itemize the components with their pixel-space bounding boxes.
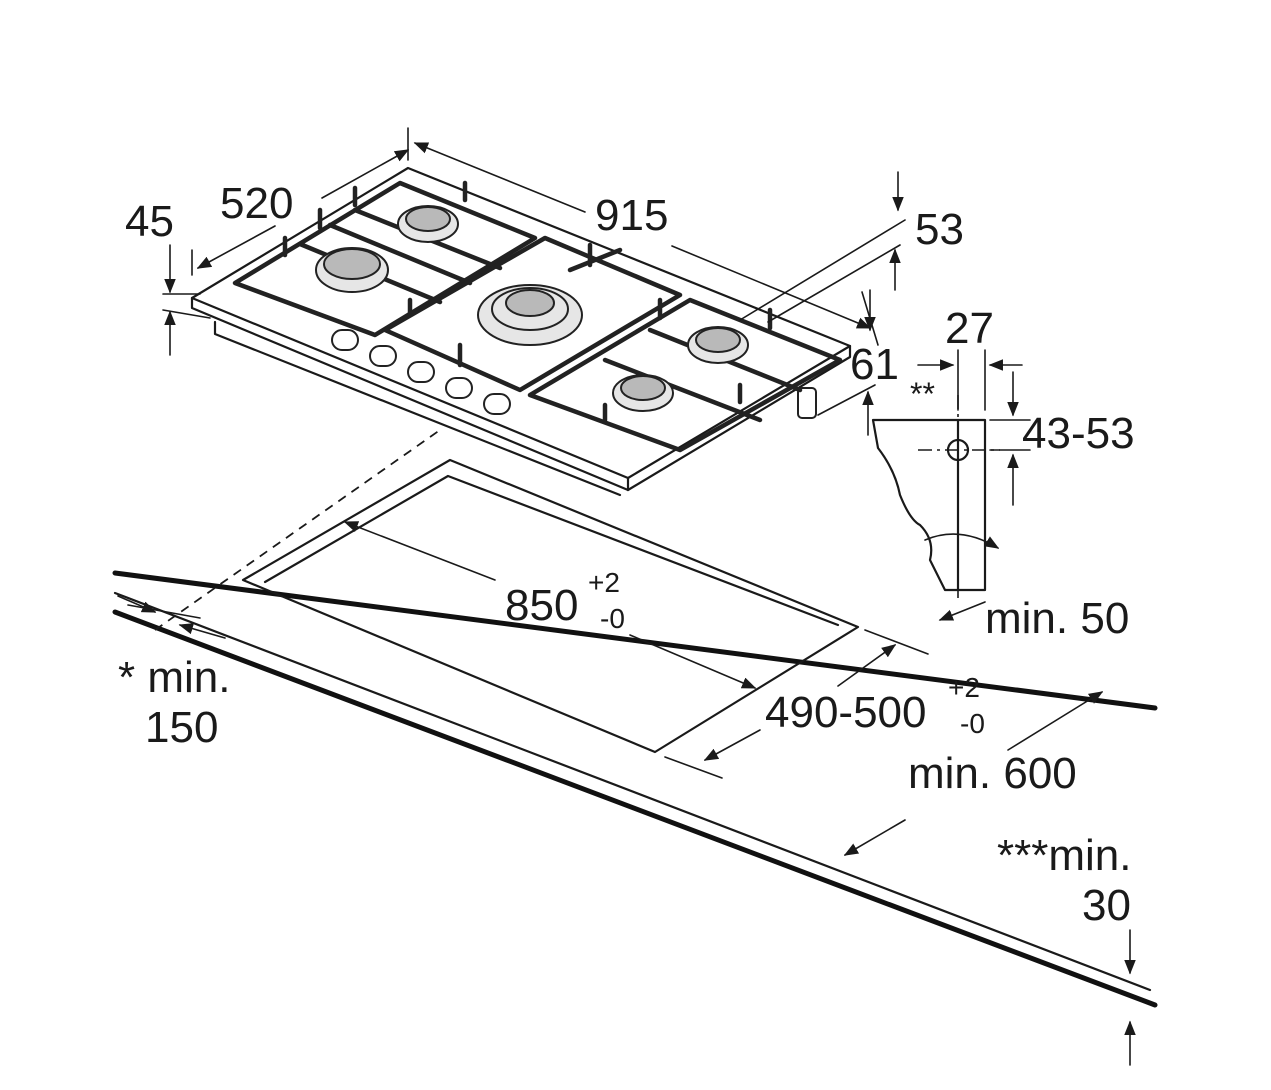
label-cutout-depth-tol-plus: +2 xyxy=(948,672,980,703)
knob-2 xyxy=(369,345,397,367)
worktop xyxy=(112,570,1158,1008)
hob-foot xyxy=(797,387,817,419)
dim-850-line-a xyxy=(343,521,496,581)
dim-600-line-a xyxy=(843,819,906,856)
label-cutout-width: 850 xyxy=(505,581,578,630)
worktop-front-top-edge xyxy=(113,591,1152,992)
label-cutout-depth-tol-minus: -0 xyxy=(960,708,985,739)
dim-520-line-b xyxy=(321,149,410,199)
dim-490-500-line-b xyxy=(837,644,897,687)
dim-50-arrow xyxy=(938,601,986,621)
burner-front-right xyxy=(612,374,674,412)
label-side-clearance-line2: 150 xyxy=(145,703,218,752)
label-worktop-thickness-line2: 30 xyxy=(1082,881,1131,930)
dim-150-arrow-b xyxy=(178,623,226,639)
knob-4 xyxy=(445,377,473,399)
dim-915-line-b xyxy=(671,245,872,329)
dim-45-ext-bottom xyxy=(162,309,211,319)
knob-1 xyxy=(331,329,359,351)
dim-600-line-b xyxy=(1007,691,1104,751)
label-side-clearance-line1: * min. xyxy=(118,653,230,702)
label-side-height: 61 xyxy=(850,340,899,389)
dim-850-line-b xyxy=(629,634,757,689)
label-cutout-width-tol-plus: +2 xyxy=(588,567,620,598)
label-hob-width: 915 xyxy=(595,191,668,240)
burner-front-left xyxy=(315,247,389,293)
label-worktop-depth: min. 600 xyxy=(908,749,1077,798)
label-hob-depth: 520 xyxy=(220,179,293,228)
dim-490-500-ext-back xyxy=(864,629,929,655)
hob xyxy=(190,166,852,497)
label-top-offset: 53 xyxy=(915,205,964,254)
grate-right xyxy=(527,297,843,453)
burner-wok-center xyxy=(477,284,583,346)
burner-rear-left xyxy=(397,205,459,243)
label-cutout-depth: 490-500 xyxy=(765,688,926,737)
grate-middle xyxy=(382,235,683,393)
label-worktop-thickness-line1: ***min. xyxy=(997,831,1132,880)
hob-projection-line xyxy=(154,429,441,631)
label-bracket-note: ** xyxy=(910,376,935,412)
worktop-front-bottom-edge xyxy=(112,609,1158,1008)
label-bracket-width: 27 xyxy=(945,304,994,353)
label-wall-clearance: min. 50 xyxy=(985,594,1129,643)
hob-body-lower xyxy=(213,320,622,497)
dim-150-ext xyxy=(127,604,201,619)
dim-490-500-line-a xyxy=(703,729,761,761)
knob-3 xyxy=(407,361,435,383)
dim-520-line-a xyxy=(196,225,276,269)
dim-915-line-a xyxy=(413,142,586,213)
hob-side-edge xyxy=(626,344,852,492)
worktop-back-edge xyxy=(112,570,1158,711)
label-hob-height: 45 xyxy=(125,197,174,246)
dimension-labels: 520 45 915 53 61 27 ** 43-53 850 +2 -0 4… xyxy=(118,179,1135,930)
knob-5 xyxy=(483,393,511,415)
cutout-inner-edge xyxy=(263,474,840,627)
dim-53-ext-bottom xyxy=(767,244,901,323)
control-knobs xyxy=(331,329,511,415)
cutout-outline xyxy=(241,458,860,754)
dimension-lines xyxy=(117,127,1136,1066)
hob-front-edge xyxy=(190,296,630,492)
cutout xyxy=(154,429,860,754)
label-bracket-range: 43-53 xyxy=(1022,409,1135,458)
bracket-detail xyxy=(871,349,1031,600)
dim-53-ext-top xyxy=(739,219,906,321)
dim-61-ext xyxy=(817,384,876,416)
label-cutout-width-tol-minus: -0 xyxy=(600,603,625,634)
dim-490-500-ext-front xyxy=(664,756,723,779)
bracket-rotation-arrow xyxy=(924,533,1000,549)
burner-rear-right xyxy=(687,326,749,364)
bracket-profile xyxy=(871,418,987,592)
